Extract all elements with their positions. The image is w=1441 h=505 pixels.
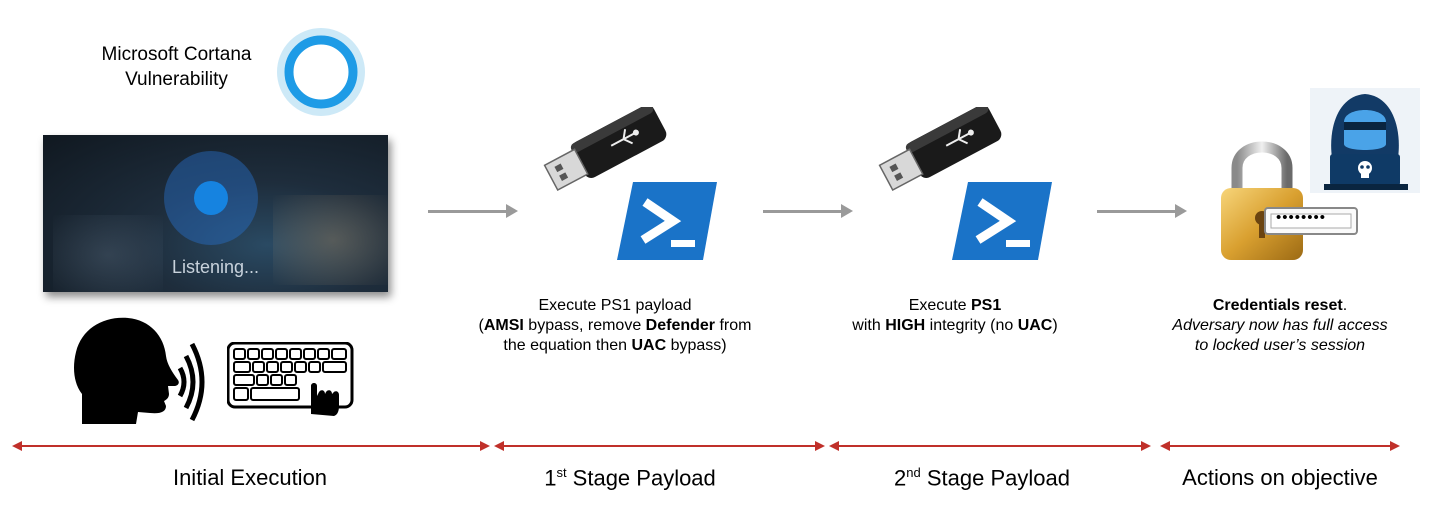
diagram-title: Microsoft Cortana Vulnerability (84, 42, 269, 92)
timeline-3-right-head (1141, 441, 1151, 451)
flow-arrow-3 (1097, 210, 1177, 213)
timeline-3-left-head (829, 441, 839, 451)
flow-arrow-3-head (1175, 204, 1187, 218)
stage-label-actions-on-objective: Actions on objective (1182, 465, 1378, 490)
usb-drive-icon (878, 107, 1002, 192)
timeline-segment-3 (838, 445, 1142, 447)
listening-label: Listening... (171, 257, 260, 277)
powershell-icon (952, 182, 1052, 260)
cortana-listening-screen: Listening... (43, 135, 388, 292)
padlock-icon (1221, 141, 1358, 260)
flow-arrow-1 (428, 210, 508, 213)
title-line-1: Microsoft Cortana (101, 44, 252, 65)
timeline-4-left-head (1160, 441, 1170, 451)
stage3-description: Credentials reset. Adversary now has ful… (1150, 296, 1410, 356)
timeline-2-right-head (815, 441, 825, 451)
timeline-1-right-head (480, 441, 490, 451)
timeline-1-left-head (12, 441, 22, 451)
stage2-line-1: Execute PS1 (908, 297, 1002, 314)
stage1-line-1: Execute PS1 payload (538, 297, 692, 314)
keyboard-icon (227, 342, 354, 416)
listening-dot (194, 181, 228, 215)
usb-drive-icon (543, 107, 667, 192)
password-mask: •••••••• (1276, 209, 1327, 226)
hacker-icon (1310, 88, 1420, 193)
stage2-description: Execute PS1 with HIGH integrity (no UAC) (820, 296, 1090, 336)
powershell-icon (617, 182, 717, 260)
title-line-2: Vulnerability (125, 69, 228, 90)
stage1-line-2: (AMSI bypass, remove Defender from (478, 317, 752, 334)
flow-arrow-2-head (841, 204, 853, 218)
stage1-description: Execute PS1 payload (AMSI bypass, remove… (455, 296, 775, 356)
timeline-segment-2 (503, 445, 816, 447)
timeline-segment-4 (1169, 445, 1391, 447)
flow-arrow-2 (763, 210, 843, 213)
stage1-line-3: the equation then UAC bypass) (503, 337, 727, 354)
stage3-line-1: Credentials reset. (1212, 297, 1348, 314)
stage2-line-2: with HIGH integrity (no UAC) (852, 317, 1058, 334)
timeline-2-left-head (494, 441, 504, 451)
flow-arrow-1-head (506, 204, 518, 218)
speaking-head-icon (74, 317, 205, 424)
stage-label-1st-stage: 1st Stage Payload (544, 465, 716, 491)
stage3-line-3: to locked user’s session (1194, 337, 1366, 354)
timeline-segment-1 (21, 445, 481, 447)
stage-label-initial-execution: Initial Execution (172, 465, 328, 490)
stage-label-2nd-stage: 2nd Stage Payload (894, 465, 1070, 491)
stage3-line-2: Adversary now has full access (1172, 317, 1388, 334)
timeline-4-right-head (1390, 441, 1400, 451)
cortana-icon (277, 28, 365, 116)
